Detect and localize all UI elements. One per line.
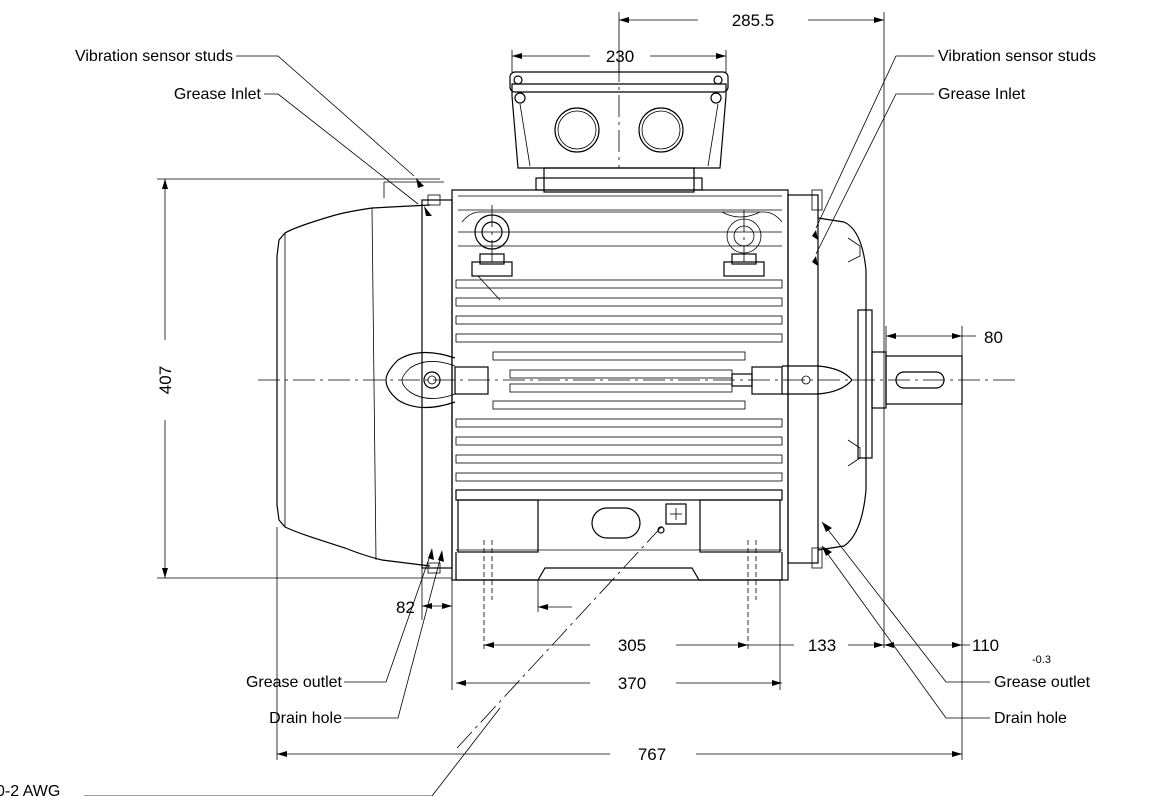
dim-407: 407 [156, 366, 175, 394]
dimension-lines [157, 12, 976, 760]
stator-frame [451, 189, 789, 581]
dim-110: 110 [972, 636, 999, 655]
leader-lines [84, 55, 990, 796]
label-vibration-sensor-studs-left: Vibration sensor studs [75, 48, 233, 65]
label-drain-hole-left: Drain hole [269, 710, 342, 727]
dim-110-tolerance: -0.3 [1032, 654, 1051, 666]
dim-80: 80 [984, 328, 1003, 347]
fan-cover [276, 181, 453, 574]
dim-133: 133 [808, 636, 836, 655]
label-drain-hole-right: Drain hole [994, 710, 1067, 727]
dimension-text: 285.5 230 407 80 82 305 133 110 -0.3 370… [156, 11, 1051, 764]
label-grease-outlet-left: Grease outlet [246, 674, 343, 691]
dim-305: 305 [618, 636, 646, 655]
centerlines [258, 60, 1018, 749]
label-vibration-sensor-studs-right: Vibration sensor studs [938, 48, 1096, 65]
label-grease-inlet-left: Grease Inlet [174, 86, 262, 103]
lifting-eye-right [721, 211, 765, 277]
dim-370: 370 [618, 674, 646, 693]
label-grease-outlet-right: Grease outlet [994, 674, 1091, 691]
dim-230: 230 [606, 47, 634, 66]
dim-82: 82 [396, 598, 415, 617]
label-grease-inlet-right: Grease Inlet [938, 86, 1026, 103]
dim-285-5: 285.5 [732, 11, 775, 30]
callout-labels: Vibration sensor studs Grease Inlet Vibr… [0, 48, 1096, 796]
motor-body [276, 71, 963, 581]
end-shield-right [731, 189, 873, 569]
dim-767: 767 [638, 745, 666, 764]
label-ground-awg: 0-2 AWG [0, 783, 60, 796]
